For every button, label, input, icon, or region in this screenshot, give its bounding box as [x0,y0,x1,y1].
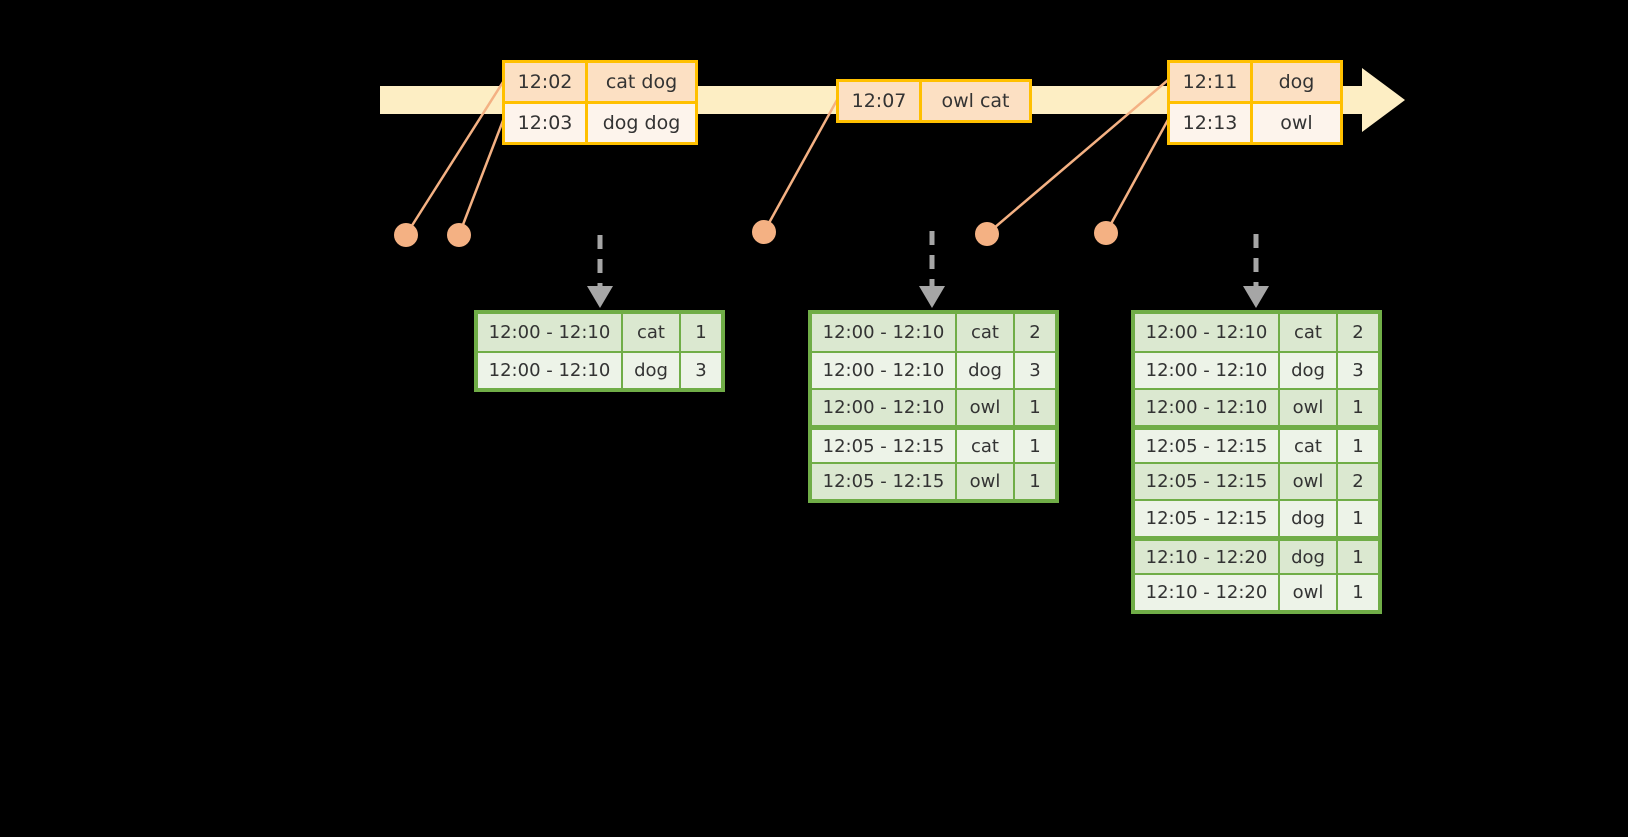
count-cell: 3 [681,353,721,388]
key-cell: owl [1280,464,1338,499]
count-cell: 1 [1338,501,1378,536]
event-timestamp: 12:03 [505,104,588,142]
event-timestamp: 12:11 [1170,63,1253,101]
window-cell: 12:00 - 12:10 [1135,314,1280,351]
event-words: dog [1253,63,1340,101]
event-timestamp: 12:13 [1170,104,1253,142]
window-cell: 12:00 - 12:10 [478,314,623,351]
count-cell: 1 [1338,390,1378,425]
event-words: dog dog [588,104,695,142]
connector-dot-1202 [394,223,418,247]
window-cell: 12:05 - 12:15 [812,430,957,462]
dashed-arrow-to-table-2-head [919,286,945,308]
connector-dot-1203 [447,223,471,247]
dashed-arrow-to-table-3-head [1243,286,1269,308]
key-cell: dog [1280,501,1338,536]
window-cell: 12:05 - 12:15 [1135,501,1280,536]
count-cell: 1 [1338,541,1378,573]
event-words: owl cat [922,82,1029,120]
count-cell: 2 [1338,314,1378,351]
event-words: owl [1253,104,1340,142]
connector-dot-1207 [752,220,776,244]
connector-dot-1211 [975,222,999,246]
event-timestamp: 12:02 [505,63,588,101]
count-cell: 2 [1015,314,1055,351]
window-cell: 12:10 - 12:20 [1135,575,1280,610]
window-cell: 12:10 - 12:20 [1135,541,1280,573]
key-cell: owl [1280,575,1338,610]
count-cell: 1 [681,314,721,351]
key-cell: cat [1280,314,1338,351]
window-cell: 12:05 - 12:15 [1135,430,1280,462]
count-cell: 1 [1338,430,1378,462]
key-cell: owl [957,390,1015,425]
key-cell: cat [623,314,681,351]
window-cell: 12:00 - 12:10 [812,353,957,388]
count-cell: 2 [1338,464,1378,499]
window-cell: 12:05 - 12:15 [1135,464,1280,499]
event-timestamp: 12:07 [839,82,922,120]
count-cell: 1 [1338,575,1378,610]
connector-dot-1213 [1094,221,1118,245]
key-cell: owl [1280,390,1338,425]
window-cell: 12:05 - 12:15 [812,464,957,499]
key-cell: owl [957,464,1015,499]
dashed-arrow-to-table-1-head [587,286,613,308]
window-cell: 12:00 - 12:10 [812,390,957,425]
key-cell: dog [1280,541,1338,573]
count-cell: 3 [1338,353,1378,388]
key-cell: cat [957,314,1015,351]
key-cell: dog [623,353,681,388]
connector-dot-1203-line [457,117,506,236]
connector-dot-1213-line [1104,117,1171,234]
key-cell: cat [957,430,1015,462]
window-cell: 12:00 - 12:10 [1135,353,1280,388]
key-cell: cat [1280,430,1338,462]
window-cell: 12:00 - 12:10 [812,314,957,351]
count-cell: 1 [1015,464,1055,499]
count-cell: 1 [1015,430,1055,462]
count-cell: 3 [1015,353,1055,388]
key-cell: dog [957,353,1015,388]
key-cell: dog [1280,353,1338,388]
dashed-arrows [587,231,1269,308]
event-words: cat dog [588,63,695,101]
window-cell: 12:00 - 12:10 [1135,390,1280,425]
count-cell: 1 [1015,390,1055,425]
window-cell: 12:00 - 12:10 [478,353,623,388]
connector-dot-1207-line [762,99,839,233]
connector-dot-1202-line [404,81,505,236]
